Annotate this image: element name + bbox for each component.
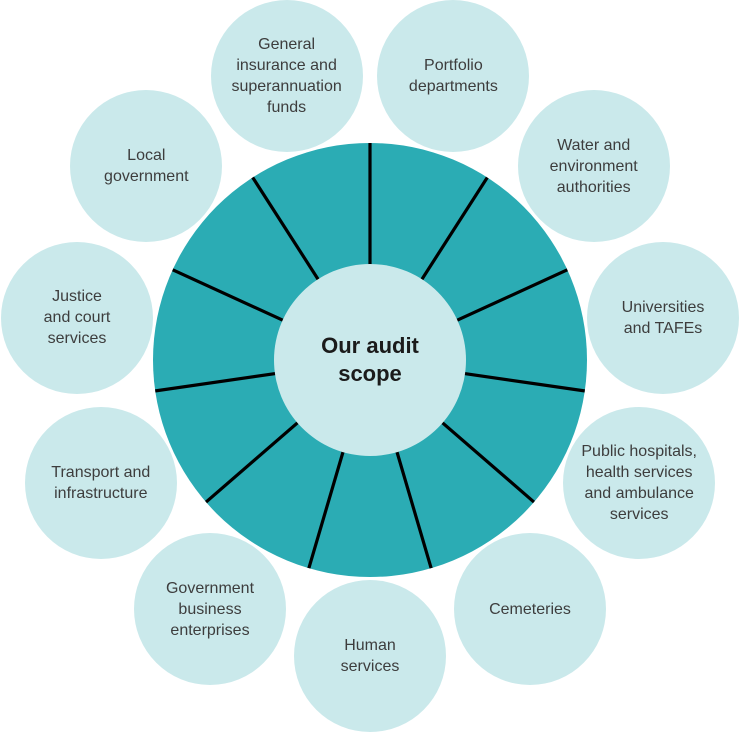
node-water-environment-authorities: Water and environment authorities: [517, 90, 670, 243]
node-universities-and-tafes: Universities and TAFEs: [587, 241, 739, 394]
node-label: Cemeteries: [489, 600, 571, 618]
node-label: Universities and TAFEs: [621, 298, 705, 337]
node-cemeteries: Cemeteries: [454, 533, 606, 685]
wedge-dividers: [154, 143, 586, 570]
wedge-divider-line: [251, 176, 325, 289]
wedge-divider-line: [392, 442, 433, 570]
wedge-divider-line: [447, 268, 569, 326]
wedge-divider-line: [154, 370, 286, 393]
node-label: Water and environment authorities: [549, 136, 638, 196]
wedge-divider-line: [415, 176, 489, 289]
node-public-hospitals-health-ambulance: Public hospitals, health services and am…: [563, 407, 716, 559]
node-label: General insurance and superannuation fun…: [231, 36, 342, 116]
node-government-business-enterprises: Government business enterprises: [134, 533, 286, 685]
wedge-divider-line: [171, 268, 293, 326]
wedge-divider-line: [454, 370, 586, 393]
node-label: Transport and infrastructure: [51, 464, 151, 502]
node-general-insurance-superannuation-funds: General insurance and superannuation fun…: [210, 0, 363, 152]
center-label: Our audit scope: [321, 333, 419, 386]
wedge-divider-line: [204, 415, 307, 504]
node-label: Public hospitals, health services and am…: [581, 443, 697, 523]
node-human-services: Human services: [294, 580, 446, 732]
node-transport-infrastructure: Transport and infrastructure: [24, 407, 177, 559]
node-label: Justice and court services: [43, 288, 111, 348]
node-label: Portfolio departments: [408, 57, 498, 95]
wedge-divider-line: [433, 415, 536, 504]
node-label: Human services: [340, 637, 400, 675]
wedge-divider-line: [307, 442, 348, 570]
node-justice-court-services: Justice and court services: [1, 241, 153, 394]
node-label: Local government: [104, 147, 189, 186]
node-portfolio-departments: Portfolio departments: [377, 0, 530, 152]
node-label: Government business enterprises: [165, 579, 255, 639]
node-local-government: Local government: [70, 90, 223, 243]
center-circle: [274, 264, 466, 456]
